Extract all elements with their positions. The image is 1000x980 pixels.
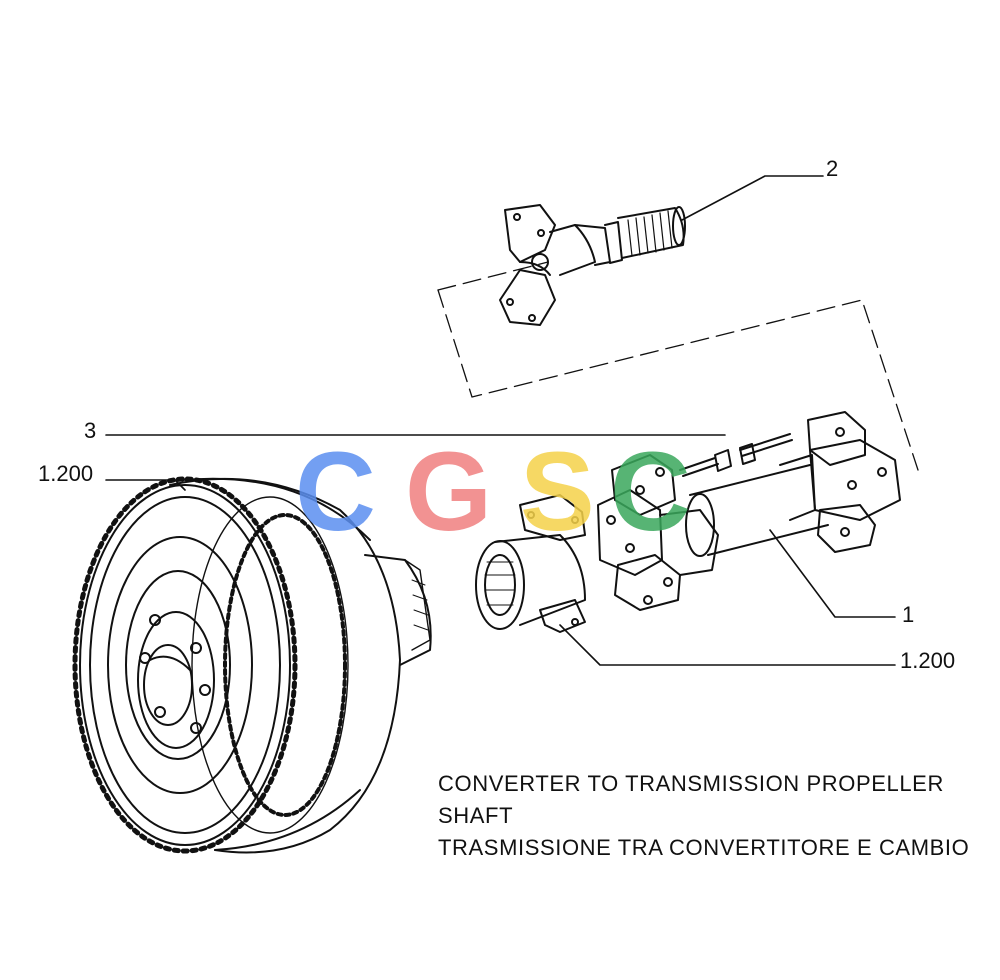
- watermark-letter-c1: C: [295, 429, 376, 554]
- torque-converter: [72, 476, 432, 854]
- diagram-caption: CONVERTER TO TRANSMISSION PROPELLER SHAF…: [438, 768, 969, 864]
- callout-2: 2: [826, 156, 839, 181]
- watermark: C G S C: [295, 429, 691, 554]
- caption-line-2: SHAFT: [438, 803, 514, 828]
- watermark-letter-s: S: [520, 429, 595, 554]
- flange-yoke: [475, 494, 896, 666]
- caption-line-1: CONVERTER TO TRANSMISSION PROPELLER: [438, 771, 944, 796]
- callout-3: 3: [84, 418, 97, 443]
- bolts: [105, 433, 793, 477]
- watermark-letter-g: G: [405, 429, 492, 554]
- callout-1: 1: [902, 602, 915, 627]
- watermark-letter-c2: C: [610, 429, 691, 554]
- slip-yoke-shaft: [499, 175, 824, 326]
- callout-1-200-right: 1.200: [900, 648, 956, 673]
- caption-line-3: TRASMISSIONE TRA CONVERTITORE E CAMBIO: [438, 835, 970, 860]
- propeller-shaft: [597, 411, 901, 618]
- callout-1-200-left: 1.200: [38, 461, 94, 486]
